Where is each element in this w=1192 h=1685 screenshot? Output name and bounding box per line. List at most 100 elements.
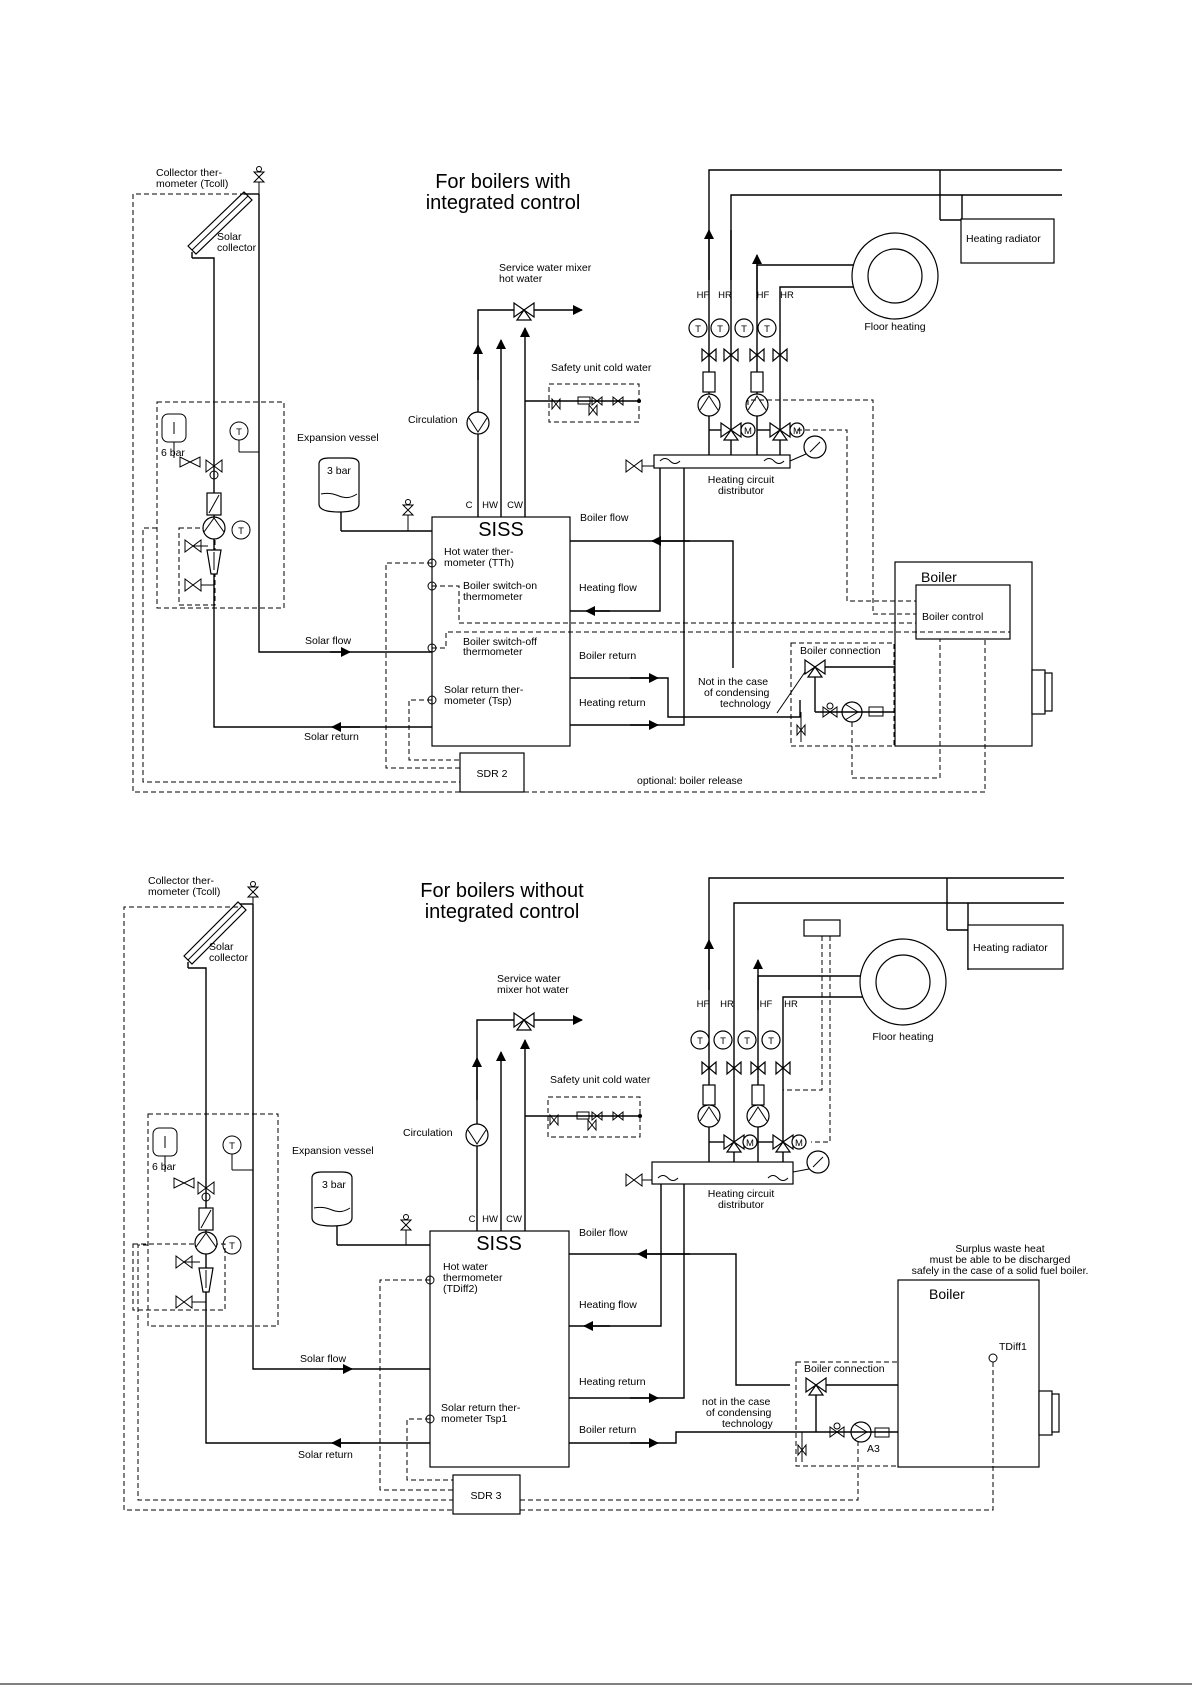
solar-return-label: Solar return	[298, 1449, 353, 1461]
svg-text:M: M	[744, 426, 752, 437]
svg-text:M: M	[795, 1138, 803, 1149]
switch-on-label-1: Boiler switch-on	[463, 580, 537, 592]
port-cw-label: CW	[506, 1214, 522, 1225]
hot-water-thermometer-label-2: thermometer	[443, 1272, 503, 1284]
distributor-label-2: distributor	[718, 485, 765, 497]
collector-thermometer-label-2: mometer (Tcoll)	[156, 178, 228, 190]
air-vent-icon	[401, 499, 415, 531]
svg-text:T: T	[717, 324, 723, 335]
solar-collector-label-1: Solar	[217, 231, 242, 243]
pressure-vessel-6bar-icon	[161, 413, 187, 458]
not-in-case-label-2: of condensing	[706, 1407, 772, 1419]
boiler-unit	[897, 1279, 1040, 1468]
thermometer-icon: T	[710, 318, 730, 338]
surplus-label-2: must be able to be discharged	[930, 1254, 1071, 1266]
solar-flow-pipe	[258, 194, 432, 653]
collector-thermometer-label-1: Collector ther-	[156, 167, 222, 179]
service-water-label-1: Service water	[497, 973, 561, 985]
drain-valve-icon	[797, 1432, 807, 1462]
pressure-gauge-icon	[789, 435, 827, 462]
circuit-pump-icon	[697, 393, 721, 417]
thermometer-icon: T	[713, 1030, 733, 1050]
siss-label: SISS	[476, 1233, 522, 1255]
not-in-case-label-3: technology	[720, 698, 772, 710]
solar-collector-icon	[183, 901, 253, 968]
burner-icon	[1031, 669, 1046, 715]
solar-return-pipe	[192, 257, 432, 728]
distributor-label-2: distributor	[718, 1199, 765, 1211]
safety-valve-icon	[173, 1177, 195, 1189]
ball-valve-icon	[701, 347, 717, 363]
safety-unit-box	[547, 1096, 641, 1138]
circulation-label: Circulation	[403, 1127, 453, 1139]
svg-text:T: T	[229, 1241, 235, 1252]
air-vent-icon	[246, 881, 260, 904]
boiler-control-label: Boiler control	[922, 611, 983, 623]
svg-text:T: T	[236, 427, 242, 438]
sdr-controller	[452, 1474, 521, 1515]
ball-valve-icon	[775, 1060, 791, 1076]
sdr-controller	[459, 752, 525, 793]
pressure-vessel-6bar-icon	[152, 1127, 178, 1172]
vessel-pressure-label: 3 bar	[327, 465, 351, 477]
check-valve-icon	[702, 1084, 716, 1106]
not-in-case-label-1: not in the case	[702, 1396, 770, 1408]
thermometer-icon: T	[688, 318, 708, 338]
circulation-label: Circulation	[408, 414, 458, 426]
distributor-label-1: Heating circuit	[708, 1188, 775, 1200]
solar-collector-label-2: collector	[209, 952, 249, 964]
thermometer-icon: T	[761, 1030, 781, 1050]
solar-return-thermometer-label-2: mometer (Tsp)	[444, 695, 512, 707]
thermometer-icon: T	[222, 1235, 242, 1255]
ball-valve-icon	[723, 347, 739, 363]
tdiff1-label: TDiff1	[999, 1341, 1027, 1353]
service-water-label-1: Service water mixer	[499, 262, 592, 274]
boiler-connection-label: Boiler connection	[800, 645, 881, 657]
svg-text:T: T	[229, 1141, 235, 1152]
svg-text:M: M	[793, 426, 801, 437]
thermometer-icon: T	[222, 1135, 253, 1171]
port-c-label: C	[466, 500, 473, 511]
boiler-return-label: Boiler return	[579, 650, 636, 662]
hot-water-thermometer-label-2: mometer (TTh)	[444, 557, 514, 569]
circulation-pump-icon	[466, 411, 490, 435]
svg-text:T: T	[764, 324, 770, 335]
solar-flow-pipe	[252, 904, 430, 1370]
drain-valve-icon	[625, 459, 654, 473]
boiler-connection-box	[795, 1361, 899, 1467]
heating-radiator-box	[967, 924, 1064, 970]
drain-valve-icon	[796, 712, 806, 742]
switch-off-label-2: thermometer	[463, 646, 523, 658]
motorized-mixing-valve-icon: M	[769, 421, 805, 441]
floor-heating-icon	[851, 232, 939, 320]
heating-radiator-label: Heating radiator	[966, 233, 1041, 245]
hot-water-thermometer-label-3: (TDiff2)	[443, 1283, 478, 1295]
check-valve-icon	[750, 371, 764, 393]
hf-label: HF	[757, 290, 770, 301]
sdr-label: SDR 2	[477, 768, 508, 780]
hf-label: HF	[760, 999, 773, 1010]
circuit-pump-icon	[697, 1104, 721, 1128]
boiler-flow-label: Boiler flow	[580, 512, 629, 524]
boiler-label: Boiler	[921, 569, 957, 585]
thermometer-icon: T	[690, 1030, 710, 1050]
ball-valve-icon	[701, 1060, 717, 1076]
pressure-gauge-icon	[792, 1150, 830, 1174]
solar-station-box	[156, 401, 285, 609]
three-way-valve-icon	[804, 658, 826, 678]
mixing-valve-icon	[513, 1011, 535, 1031]
boiler-label: Boiler	[929, 1286, 965, 1302]
thermometer-icon: T	[737, 1030, 757, 1050]
ball-valve-icon	[197, 1181, 215, 1202]
thermometer-icon: T	[757, 318, 777, 338]
distributor-label-1: Heating circuit	[708, 474, 775, 486]
safety-unit-label: Safety unit cold water	[551, 362, 652, 374]
siss-label: SISS	[478, 519, 524, 541]
heating-circuit-distributor	[651, 1161, 794, 1185]
solar-return-thermometer-label-1: Solar return ther-	[444, 684, 524, 696]
air-vent-icon	[252, 166, 266, 194]
surplus-label-3: safely in the case of a solid fuel boile…	[912, 1265, 1089, 1277]
hot-water-thermometer-label-1: Hot water	[443, 1261, 488, 1273]
hf-label: HF	[697, 999, 710, 1010]
